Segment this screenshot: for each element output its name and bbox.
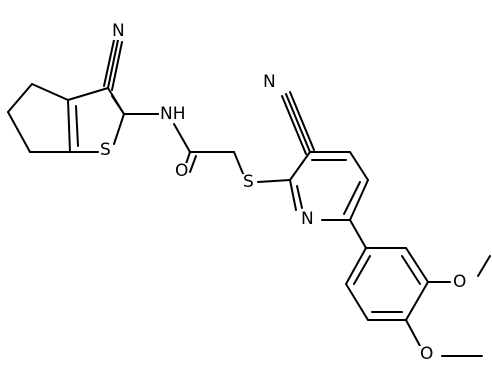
cyclopentane-ring [7,83,71,153]
atom-label-thiophene-s: S [99,140,112,160]
nitrile-group-1 [103,39,123,91]
atom-label-nitrile-n-pyridine: N [262,72,277,92]
amide-linker [123,113,245,177]
pyridine-ring [289,151,369,221]
thioether-link [257,179,291,183]
atom-label-thioether-s: S [242,172,255,192]
thiophene-ring [67,87,125,153]
atom-label-methoxy-o-1: O [452,272,468,292]
atom-label-pyridine-n: N [300,209,315,229]
atom-label-carbonyl-o: O [174,161,190,181]
atom-label-amide-nh: NH [159,104,187,124]
methoxy-groups [405,255,491,357]
dimethoxyphenyl-ring [345,219,429,321]
nitrile-group-2 [281,91,315,155]
atom-label-methoxy-o-2: O [419,344,435,364]
atom-label-nitrile-n-top: N [111,21,126,41]
